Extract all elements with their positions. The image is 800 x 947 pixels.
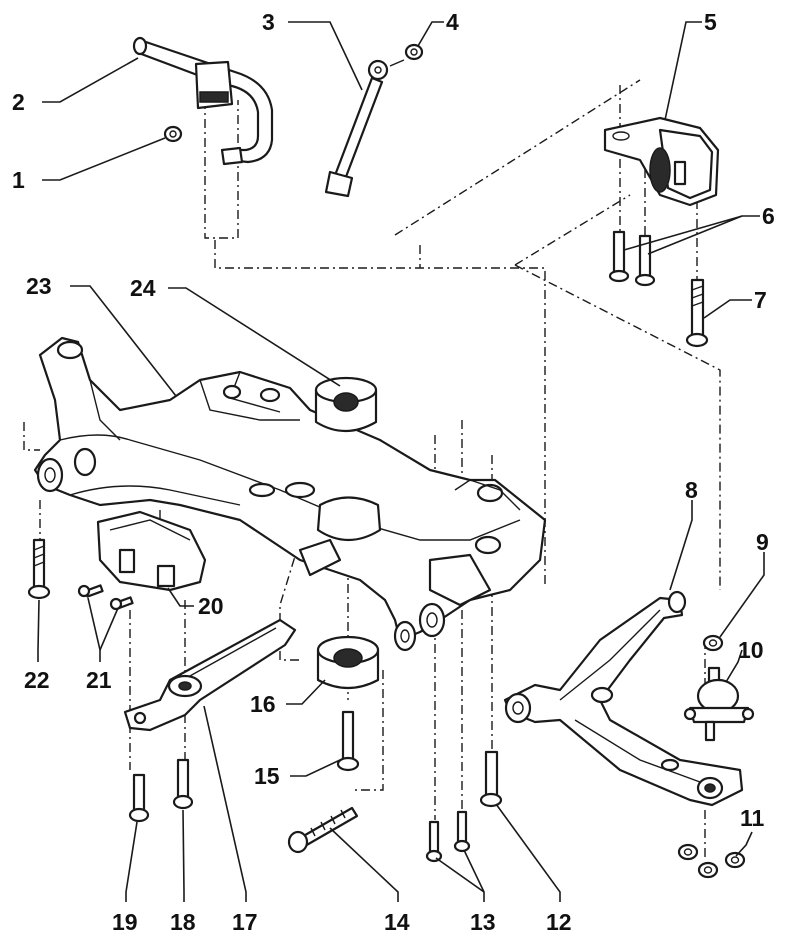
callout-7: 7	[754, 287, 767, 313]
bolts-13	[425, 810, 471, 863]
callout-24: 24	[130, 275, 156, 301]
torque-support	[123, 618, 297, 732]
callout-8: 8	[685, 477, 698, 503]
callout-12: 12	[546, 909, 572, 935]
rubber-mount-24	[314, 376, 378, 432]
callout-20: 20	[198, 593, 224, 619]
bolt-12	[479, 750, 503, 808]
rubber-mount-16	[316, 635, 380, 690]
bolt-18	[172, 758, 194, 810]
callout-2: 2	[12, 89, 25, 115]
callout-3: 3	[262, 9, 275, 35]
callout-labels: 1 2 3 4 5 6 7 8 9 10 11 12 13 14 15 16 1…	[12, 9, 775, 935]
callout-19: 19	[112, 909, 138, 935]
coupling-rod	[324, 59, 405, 198]
leader-lines	[37, 21, 765, 902]
subframe	[33, 336, 547, 652]
bolt-14	[287, 806, 359, 854]
callout-18: 18	[170, 909, 196, 935]
callout-9: 9	[756, 529, 769, 555]
callout-4: 4	[446, 9, 459, 35]
nut-1	[163, 125, 183, 143]
ball-joint	[683, 666, 755, 742]
callout-23: 23	[26, 273, 52, 299]
nut-4	[404, 43, 424, 61]
callout-5: 5	[704, 9, 717, 35]
callout-11: 11	[740, 805, 765, 831]
bolts-21	[77, 584, 134, 611]
callout-16: 16	[250, 691, 276, 717]
callout-17: 17	[232, 909, 258, 935]
bolt-15	[336, 710, 360, 772]
callout-22: 22	[24, 667, 50, 693]
callout-13: 13	[470, 909, 496, 935]
callout-14: 14	[384, 909, 410, 935]
bolt-19	[128, 773, 150, 823]
nut-9	[702, 634, 724, 652]
bolt-22	[27, 538, 51, 600]
callout-15: 15	[254, 763, 280, 789]
nuts-11	[677, 843, 746, 879]
bracket-20	[96, 510, 207, 592]
control-arm	[503, 590, 744, 807]
callout-1: 1	[12, 167, 25, 193]
mount-bracket	[603, 116, 720, 207]
callout-21: 21	[86, 667, 112, 693]
callout-6: 6	[762, 203, 775, 229]
stabilizer-bar	[132, 36, 274, 166]
bolt-7	[685, 278, 709, 348]
bolts-6	[608, 230, 656, 287]
callout-10: 10	[738, 637, 764, 663]
